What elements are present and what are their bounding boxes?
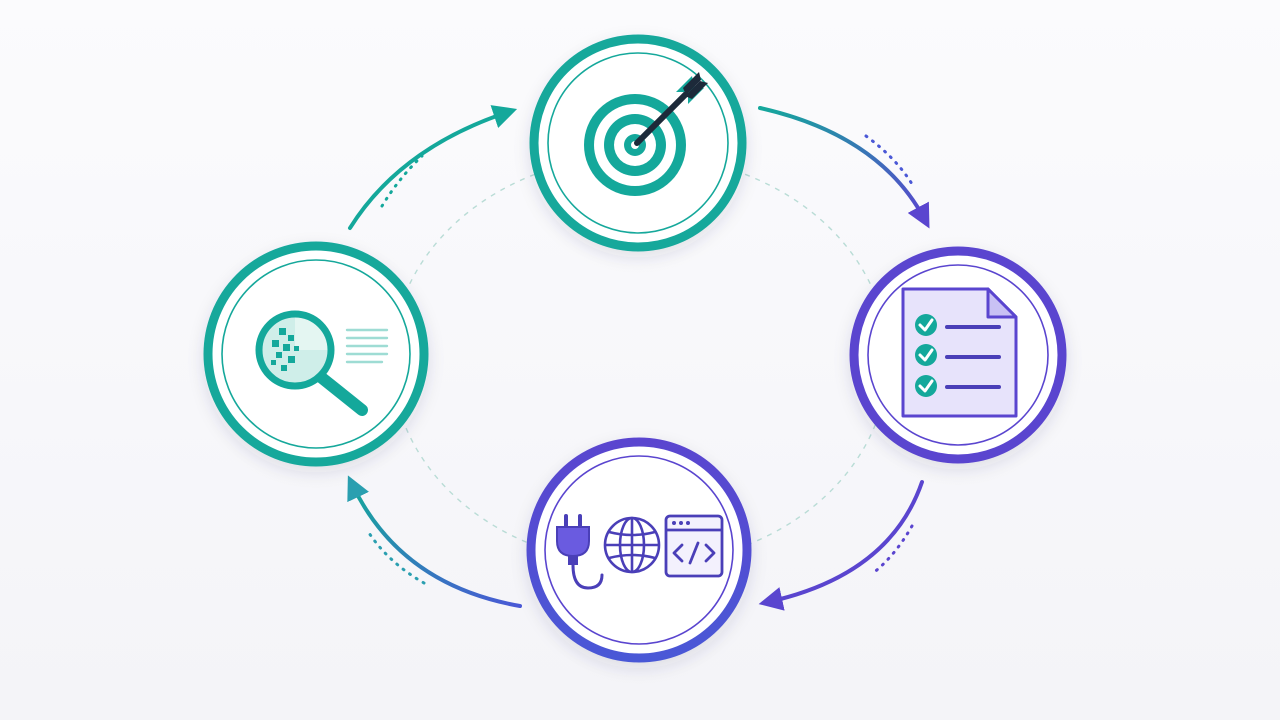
globe-icon [603, 516, 661, 574]
node-integration [526, 437, 752, 663]
connector-arrows [347, 105, 930, 611]
magnifying-glass-document-icon [255, 310, 389, 416]
plug-icon [556, 514, 604, 590]
arrow-research-to-goal [348, 105, 518, 230]
target-with-arrow-icon [584, 72, 708, 196]
checklist-document-icon [901, 287, 1018, 418]
arrow-goal-to-checklist-dots [864, 134, 914, 186]
arrow-checklist-to-integration-dots [870, 524, 914, 576]
arrow-integration-to-research [347, 475, 522, 608]
arrow-integration-to-research-dots [367, 531, 426, 585]
arrow-checklist-to-integration [758, 480, 924, 611]
code-window-icon [664, 514, 724, 578]
arrow-research-to-goal-dots [380, 154, 424, 208]
plug-globe-code-window-icons [556, 514, 724, 590]
arrow-goal-to-checklist [758, 106, 930, 229]
